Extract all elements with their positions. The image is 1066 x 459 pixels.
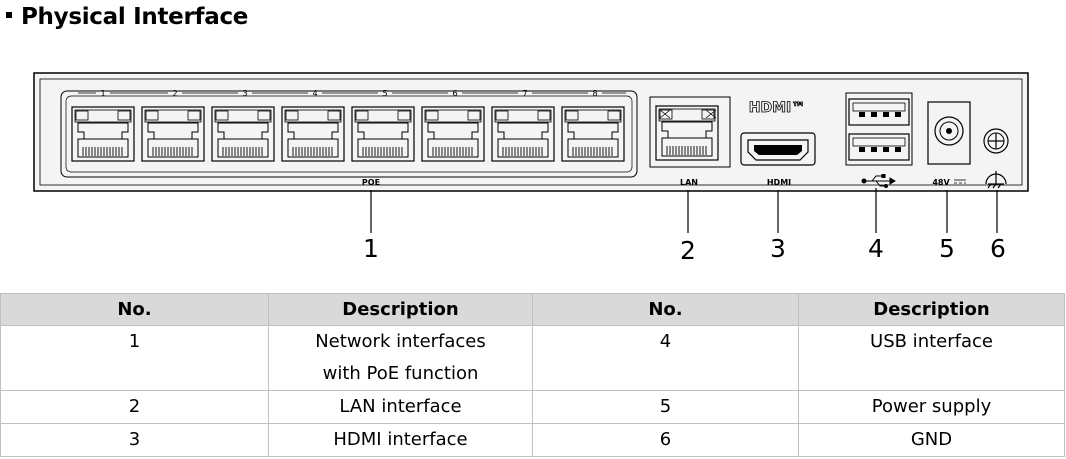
- callout-6: 6: [990, 234, 1006, 263]
- header-no-left: No.: [0, 293, 269, 326]
- callout-3: 3: [770, 234, 786, 263]
- poe-label: POE: [362, 178, 380, 187]
- cell-description: GND: [798, 423, 1065, 457]
- port-number-5: 5: [382, 89, 387, 98]
- table-header-row: No. Description No. Description: [0, 293, 1065, 326]
- table-row: 3 HDMI interface 6 GND: [0, 423, 1065, 457]
- heading-text: Physical Interface: [21, 4, 249, 30]
- cell-description: HDMI interface: [268, 423, 533, 457]
- callout-2: 2: [680, 236, 696, 265]
- ground-symbol-icon: [985, 171, 1007, 189]
- cell-no: 5: [532, 390, 799, 424]
- port-number-8: 8: [592, 89, 597, 98]
- cell-description: LAN interface: [268, 390, 533, 424]
- port-number-1: 1: [100, 89, 105, 98]
- lan-port: [649, 96, 731, 168]
- ground-screw-icon: [983, 128, 1009, 154]
- table-row: 2 LAN interface 5 Power supply: [0, 390, 1065, 424]
- usb-icon: [861, 174, 896, 188]
- lan-label: LAN: [680, 178, 698, 187]
- port-number-6: 6: [452, 89, 457, 98]
- header-no-right: No.: [532, 293, 799, 326]
- power-jack-icon: [927, 101, 971, 165]
- cell-description: USB interface: [798, 325, 1065, 391]
- port-number-3: 3: [242, 89, 247, 98]
- hdmi-port: [740, 132, 816, 166]
- cell-no: 1: [0, 325, 269, 391]
- cell-no: 2: [0, 390, 269, 424]
- port-number-7: 7: [522, 89, 527, 98]
- callout-5: 5: [939, 234, 955, 263]
- bullet-icon: [6, 11, 12, 18]
- cell-description: Power supply: [798, 390, 1065, 424]
- table-row: 1 Network interfaces with PoE function 4…: [0, 325, 1065, 391]
- header-description-left: Description: [268, 293, 533, 326]
- power-label: 48V: [932, 178, 950, 187]
- cell-no: 6: [532, 423, 799, 457]
- port-number-4: 4: [312, 89, 317, 98]
- usb-ports: [845, 92, 913, 166]
- hdmi-logo: HDMI™: [749, 100, 805, 116]
- hdmi-label: HDMI: [767, 178, 791, 187]
- device-rear-panel: 1 2 3 4 5 6 7 8 POE LAN HDMI™ HDMI: [33, 72, 1029, 265]
- section-heading: Physical Interface: [6, 4, 248, 30]
- cell-no: 4: [532, 325, 799, 391]
- header-description-right: Description: [798, 293, 1065, 326]
- callout-1: 1: [363, 234, 379, 263]
- callout-4: 4: [868, 234, 884, 263]
- cell-description: Network interfaces with PoE function: [268, 325, 533, 391]
- port-number-2: 2: [172, 89, 177, 98]
- cell-no: 3: [0, 423, 269, 457]
- interface-table: No. Description No. Description 1 Networ…: [0, 293, 1065, 457]
